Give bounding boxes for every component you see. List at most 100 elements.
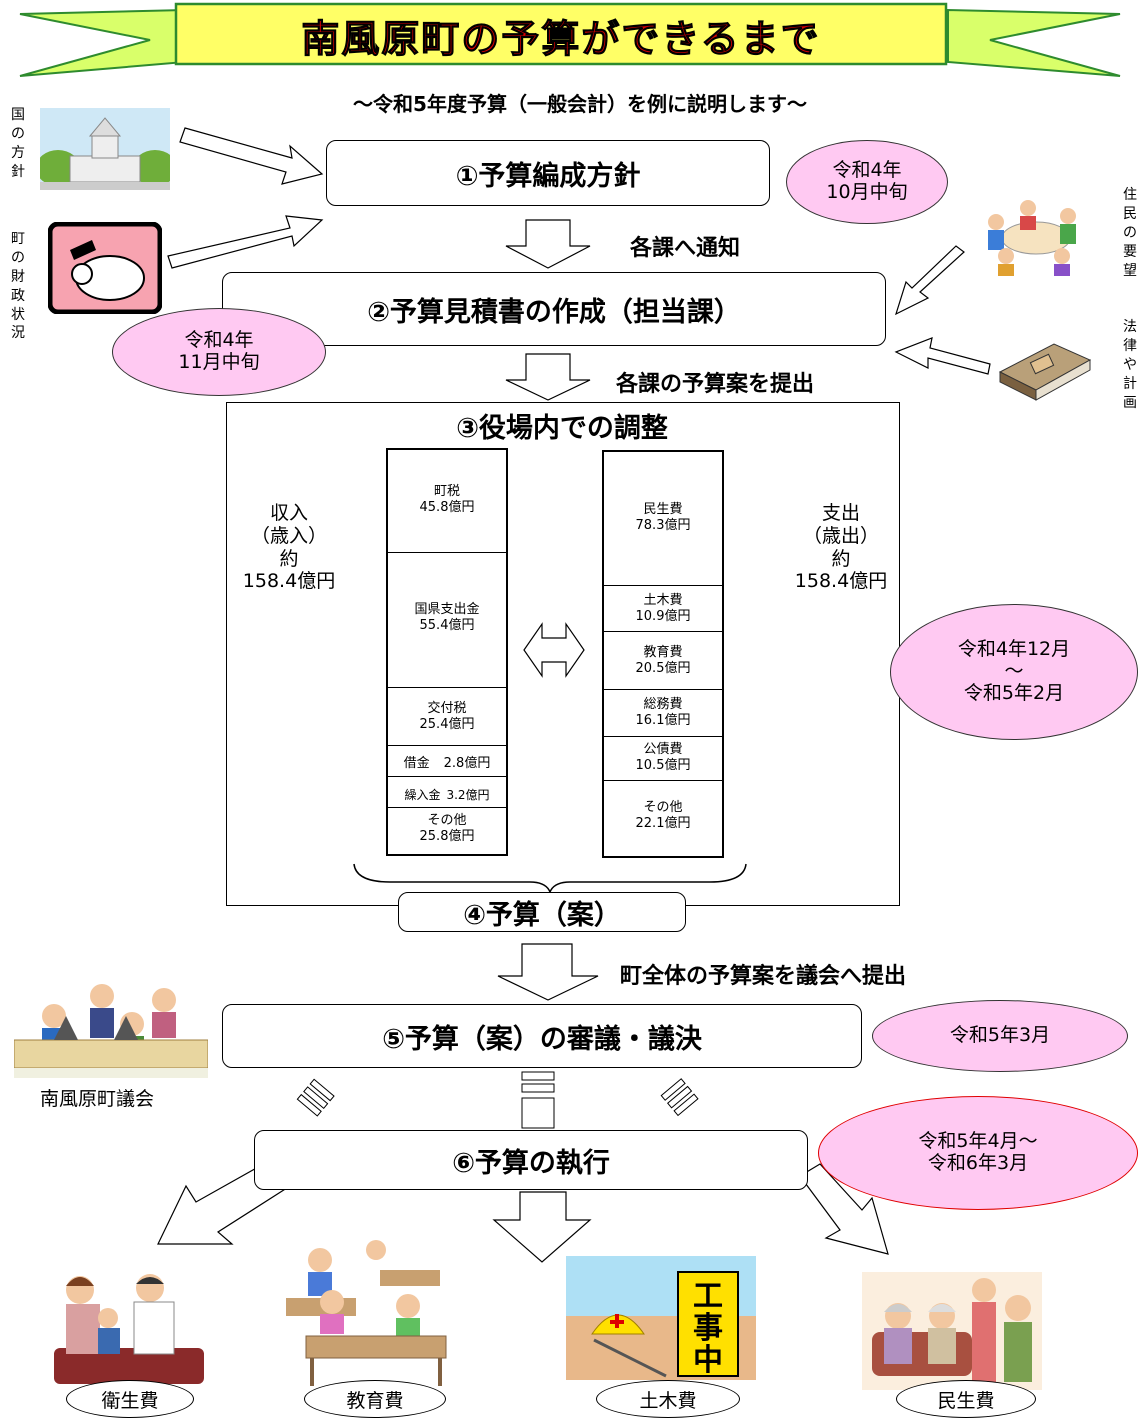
revenue-item-amount: 25.4億円 [419, 717, 475, 733]
execution-label: 衛生費 [66, 1380, 194, 1418]
law-book-icon [998, 343, 1092, 401]
brace-icon [353, 863, 747, 894]
vertical-char: の [11, 125, 25, 142]
expenditure-item-name: 土木費 [643, 593, 683, 608]
subtitle: ～令和5年度予算（一般会計）を例に説明します～ [353, 92, 807, 116]
revenue-item: 借金 2.8億円 [388, 747, 506, 777]
expenditure-item: 民生費 78.3億円 [604, 452, 722, 586]
step4-label: ④予算（案） [463, 899, 621, 931]
expenditure-item: 土木費 10.9億円 [604, 587, 722, 632]
expenditure-item: 公債費 10.5億円 [604, 738, 722, 781]
council-meeting-icon [14, 976, 208, 1078]
vertical-char: 法 [1123, 319, 1137, 335]
vertical-char: 況 [11, 325, 25, 342]
vertical-char: や [1123, 356, 1137, 373]
revenue-item: 国県支出金 55.4億円 [388, 554, 506, 688]
vertical-char: 方 [11, 144, 25, 161]
vertical-char: 望 [1123, 262, 1137, 279]
town-finance-label: 町の財政状況 [8, 230, 28, 343]
transition-council: 町全体の予算案を議会へ提出 [620, 964, 907, 989]
title-banner [19, 2, 1121, 77]
date-step2: 令和4年 11月中旬 [112, 308, 326, 396]
construction-icon: 工 事 中 [566, 1256, 756, 1380]
execution-label: 教育費 [304, 1380, 446, 1418]
date-step3: 令和4年12月 ～ 令和5年2月 [890, 604, 1138, 740]
date-step1: 令和4年 10月中旬 [786, 140, 948, 224]
expenditure-item-name: 総務費 [643, 697, 683, 712]
revenue-item-amount: 2.8億円 [443, 756, 491, 772]
vertical-char: 画 [1123, 394, 1137, 411]
expenditure-item-amount: 10.9億円 [635, 609, 691, 625]
council-label: 南風原町議会 [40, 1088, 155, 1110]
revenue-item: 交付税 25.4億円 [388, 689, 506, 746]
date-step5: 令和5年3月 [872, 1000, 1128, 1072]
piggy-bank-icon [48, 222, 162, 314]
step1-budget-policy: ①予算編成方針 [326, 140, 770, 206]
vertical-char: 状 [11, 306, 25, 323]
input-arrows [167, 127, 991, 375]
expenditure-item-amount: 16.1億円 [635, 713, 691, 729]
expenditure-item-amount: 10.5億円 [635, 758, 691, 774]
national-policy-label: 国の方針 [8, 106, 28, 182]
execution-label: 民生費 [896, 1380, 1036, 1418]
revenue-item-name: 国県支出金 [414, 602, 480, 617]
step6-label: ⑥予算の執行 [452, 1147, 610, 1179]
expenditure-item: 教育費 20.5億円 [604, 633, 722, 690]
date-step6: 令和5年4月～ 令和6年3月 [818, 1096, 1138, 1210]
revenue-item-name: その他 [427, 813, 467, 828]
vertical-char: 要 [1123, 243, 1137, 260]
expenditure-item: その他 22.1億円 [604, 782, 722, 854]
vertical-char: 律 [1123, 337, 1137, 354]
step1-label: ①予算編成方針 [455, 160, 641, 192]
revenue-item-amount: 55.4億円 [419, 618, 475, 634]
vertical-char: の [11, 249, 25, 266]
revenue-item-amount: 45.8億円 [419, 500, 475, 516]
vertical-char: 政 [11, 287, 25, 304]
expenditure-item-amount: 22.1億円 [635, 816, 691, 832]
vertical-char: 町 [11, 231, 25, 247]
classroom-icon [286, 1240, 447, 1386]
step5-deliberation: ⑤予算（案）の審議・議決 [222, 1004, 862, 1068]
vertical-char: 民 [1123, 205, 1137, 222]
health-clinic-icon [54, 1274, 204, 1384]
expenditure-item-amount: 78.3億円 [635, 518, 691, 534]
step6-execution: ⑥予算の執行 [254, 1130, 808, 1190]
step2-estimates: ②予算見積書の作成（担当課） [222, 272, 886, 346]
expenditure-item-name: その他 [643, 800, 683, 815]
expenditure-item-name: 民生費 [643, 502, 683, 517]
step2-label: ②予算見積書の作成（担当課） [367, 296, 741, 328]
svg-text:工: 工 [693, 1279, 723, 1314]
expenditure-total-label: 支出 （歳出） 約 158.4億円 [794, 502, 888, 593]
vertical-char: 住 [1123, 187, 1137, 203]
expenditure-item-name: 教育費 [643, 645, 683, 660]
vertical-char: 国 [11, 107, 25, 123]
revenue-total-label: 収入 （歳入） 約 158.4億円 [242, 502, 336, 593]
residents-requests-label: 住民の要望 [1120, 186, 1139, 280]
diet-building-icon [40, 108, 170, 190]
revenue-item-name: 交付税 [427, 701, 467, 716]
step3-label: ③役場内での調整 [456, 413, 668, 444]
revenue-item-name: 繰入金 [404, 788, 441, 802]
expenditure-item: 総務費 16.1億円 [604, 691, 722, 737]
transition-notify: 各課へ通知 [630, 236, 741, 261]
vertical-char: 針 [11, 163, 25, 180]
expenditure-item-amount: 20.5億円 [635, 661, 691, 677]
revenue-item-amount: 25.8億円 [419, 829, 475, 845]
balance-arrow-icon [523, 622, 585, 678]
revenue-item-name: 借金 [403, 756, 430, 772]
welfare-elderly-icon [862, 1272, 1042, 1390]
transition-submit: 各課の予算案を提出 [616, 372, 815, 397]
page-title: 南風原町の予算ができるまで [301, 17, 821, 62]
revenue-item-name: 町税 [433, 484, 460, 499]
vertical-char: 計 [1123, 375, 1137, 392]
expenditure-item-name: 公債費 [643, 742, 683, 757]
revenue-item-amount: 3.2億円 [446, 788, 490, 802]
svg-text:中: 中 [693, 1343, 723, 1378]
vertical-char: の [1123, 224, 1137, 241]
revenue-item: 町税 45.8億円 [388, 450, 506, 553]
vertical-char: 財 [11, 268, 25, 285]
svg-text:事: 事 [693, 1311, 723, 1346]
revenue-column: 町税 45.8億円 国県支出金 55.4億円 交付税 25.4億円 借金 2.8… [386, 448, 508, 856]
execution-label: 土木費 [596, 1380, 740, 1418]
